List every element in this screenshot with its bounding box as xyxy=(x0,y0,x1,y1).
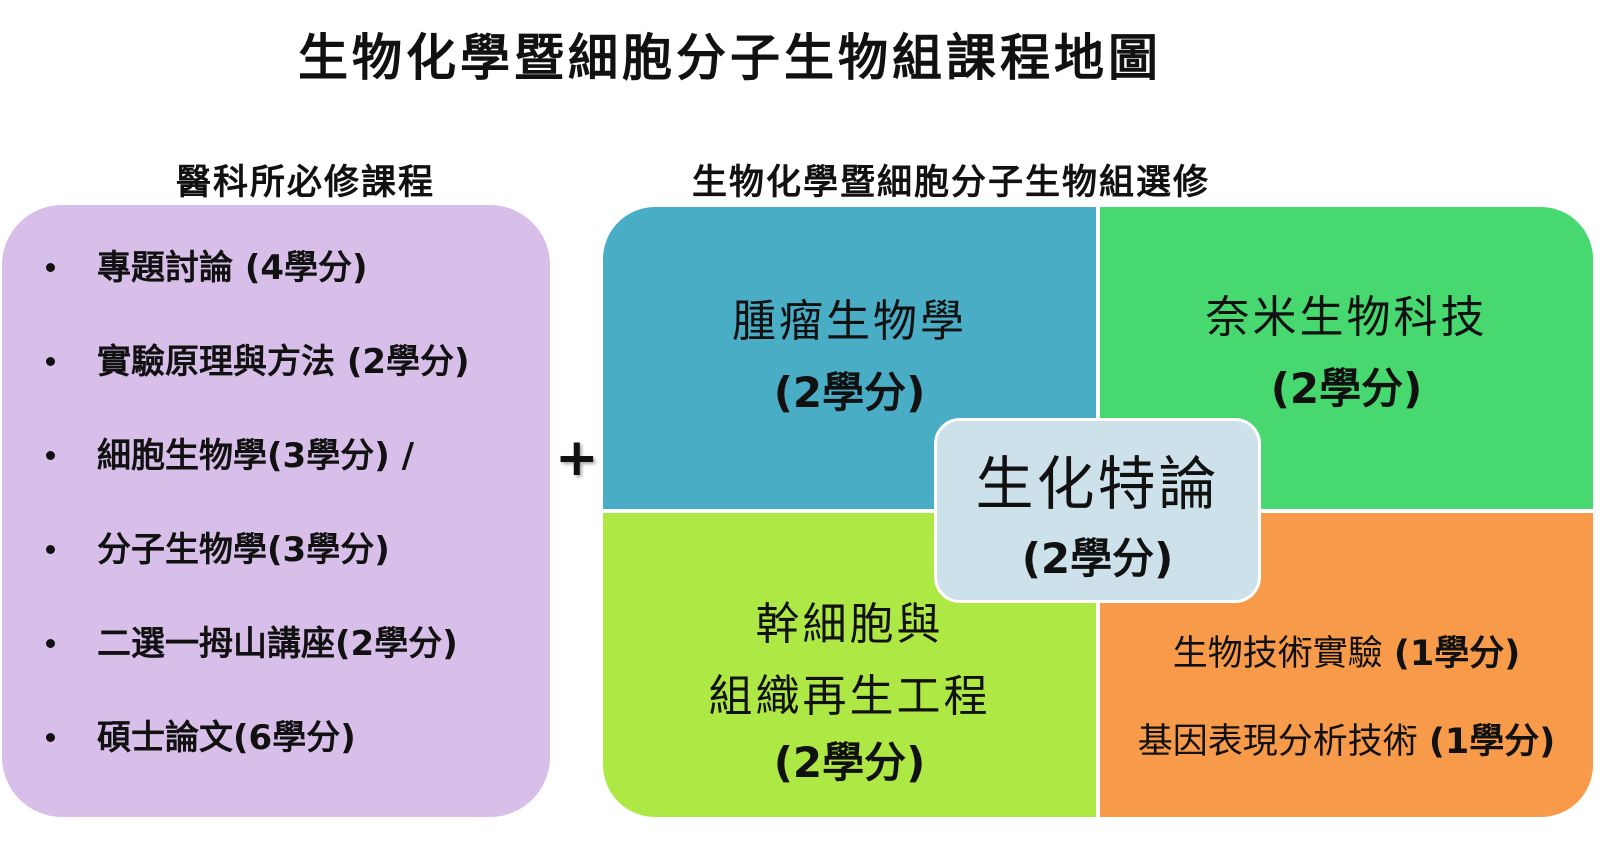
gene-expression-name: 基因表現分析技術 xyxy=(1137,722,1429,762)
biochem-special-topics-credit: (2學分) xyxy=(1021,534,1174,583)
nano-biotech-name: 奈米生物科技 xyxy=(1205,292,1488,343)
bullet-icon xyxy=(46,263,55,272)
stem-cell-name-line1: 幹細胞與 xyxy=(755,599,944,650)
biochem-special-topics-block: 生化特論 (2學分) xyxy=(934,418,1261,603)
tumor-biology-name: 腫瘤生物學 xyxy=(732,296,967,347)
course-label: 二選一拇山講座(2學分) xyxy=(97,624,458,664)
bullet-icon xyxy=(46,545,55,554)
bullet-icon xyxy=(46,733,55,742)
required-courses-list: 專題討論 (4學分) 實驗原理與方法 (2學分) 細胞生物學(3學分) / 分子… xyxy=(2,243,550,807)
gene-expression-item: 基因表現分析技術 (1學分) xyxy=(1100,713,1593,764)
nano-biotech-credit: (2學分) xyxy=(1270,364,1423,413)
course-label: 實驗原理與方法 (2學分) xyxy=(97,342,470,382)
required-course-item: 二選一拇山講座(2學分) xyxy=(2,619,550,713)
course-label: 專題討論 (4學分) xyxy=(97,248,368,288)
plus-icon: + xyxy=(555,428,599,488)
required-course-item: 實驗原理與方法 (2學分) xyxy=(2,337,550,431)
course-label: 碩士論文(6學分) xyxy=(97,718,356,758)
stem-cell-name-line2: 組織再生工程 xyxy=(708,671,991,722)
required-course-item: 細胞生物學(3學分) / xyxy=(2,431,550,525)
biotech-lab-item: 生物技術實驗 (1學分) xyxy=(1100,625,1593,676)
required-courses-heading: 醫科所必修課程 xyxy=(176,163,436,203)
required-course-item: 分子生物學(3學分) xyxy=(2,525,550,619)
bullet-icon xyxy=(46,639,55,648)
course-label: 細胞生物學(3學分) / xyxy=(97,436,414,476)
required-course-item: 專題討論 (4學分) xyxy=(2,243,550,337)
biotech-lab-credit: (1學分) xyxy=(1393,634,1521,674)
elective-courses-heading: 生物化學暨細胞分子生物組選修 xyxy=(692,163,1211,203)
required-course-item: 碩士論文(6學分) xyxy=(2,713,550,807)
biochem-special-topics-name: 生化特論 xyxy=(975,450,1220,518)
bullet-icon xyxy=(46,357,55,366)
tumor-biology-credit: (2學分) xyxy=(773,368,926,417)
required-courses-box: 專題討論 (4學分) 實驗原理與方法 (2學分) 細胞生物學(3學分) / 分子… xyxy=(2,205,550,817)
bullet-icon xyxy=(46,451,55,460)
biotech-lab-name: 生物技術實驗 xyxy=(1172,634,1394,674)
tumor-biology-block: 腫瘤生物學 (2學分) xyxy=(603,207,1096,509)
page-title: 生物化學暨細胞分子生物組課程地圖 xyxy=(298,29,1162,87)
course-label: 分子生物學(3學分) xyxy=(97,530,390,570)
gene-expression-credit: (1學分) xyxy=(1428,722,1556,762)
stem-cell-credit: (2學分) xyxy=(773,738,926,787)
stem-cell-name: 幹細胞與 組織再生工程 xyxy=(603,589,1096,733)
